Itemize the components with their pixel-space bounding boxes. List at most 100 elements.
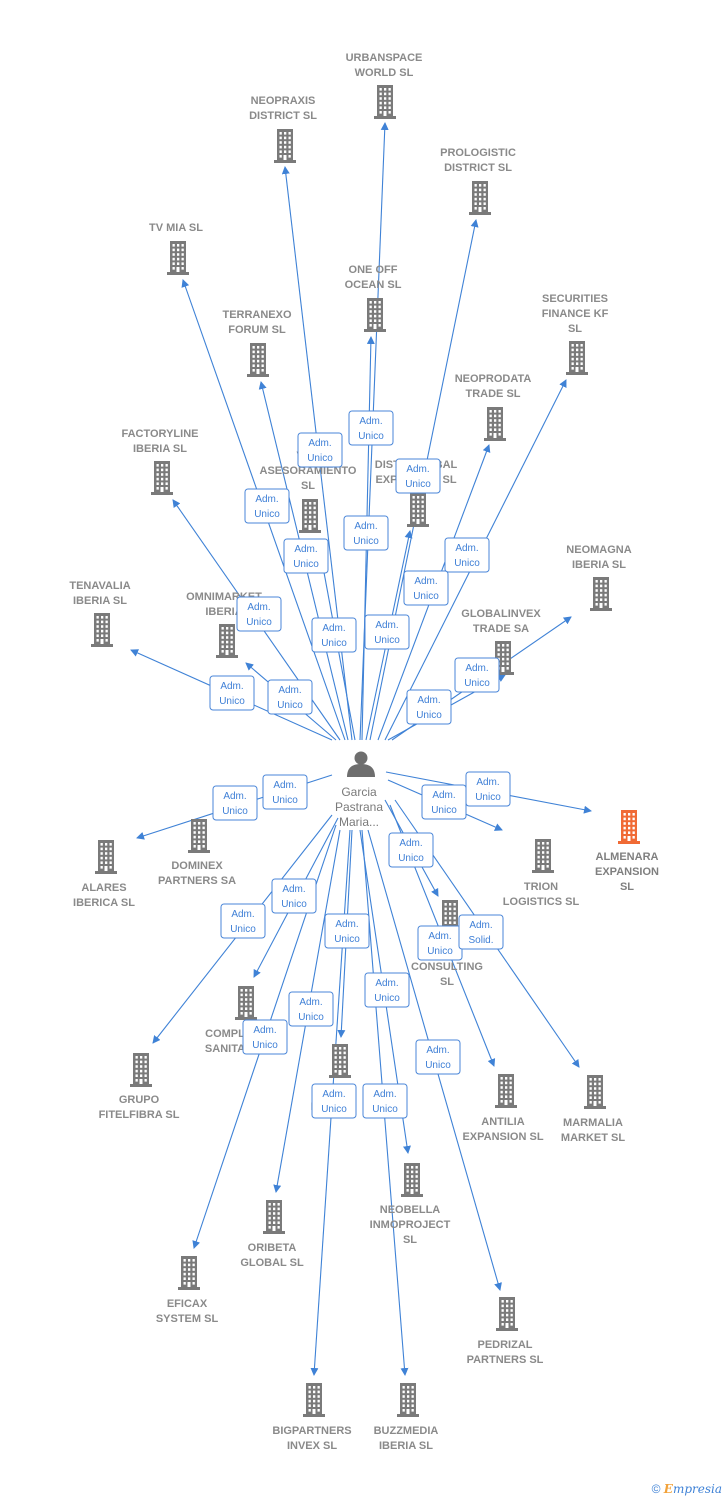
building-icon — [590, 577, 612, 611]
company-name-line: IBERICA SL — [73, 897, 135, 909]
building-icon — [235, 986, 257, 1020]
role-badge-tvmia[interactable]: Adm.Unico — [244, 488, 290, 524]
company-name-line: DISTRICT SL — [444, 162, 512, 174]
role-badge-oneoff[interactable]: Adm.Unico — [343, 515, 389, 551]
role-badge-text: Solid. — [468, 935, 493, 946]
role-badge-marmalia[interactable]: Adm. Solid. — [458, 914, 504, 950]
role-badge-vag[interactable]: Adm.Unico — [311, 617, 357, 653]
company-name-line: DOMINEX — [171, 860, 223, 872]
role-badge-bigpartners[interactable]: Adm.Unico — [311, 1083, 357, 1119]
role-badge-text: Unico — [321, 638, 347, 649]
role-badge-eficax[interactable]: Adm.Unico — [242, 1019, 288, 1055]
company-name-line: NEOBELLA — [380, 1204, 441, 1216]
role-badge-neomagna[interactable]: Adm.Unico — [406, 689, 452, 725]
company-node-consulting[interactable]: SCONSULTINGSL — [411, 900, 483, 988]
role-badge-text: Adm. — [294, 544, 317, 555]
company-name-line: SL — [620, 881, 634, 893]
brand-logo[interactable]: Empresia — [663, 1482, 722, 1496]
role-badge-text: Unico — [230, 924, 256, 935]
building-icon — [618, 810, 640, 844]
role-badge-tenavalia[interactable]: Adm.Unico — [209, 675, 255, 711]
company-name-line: EXPANSION SL — [462, 1131, 543, 1143]
role-badge-text: Adm. — [465, 663, 488, 674]
role-badge-consulting[interactable]: Adm.Unico — [388, 832, 434, 868]
role-badge-text: Adm. — [253, 1025, 276, 1036]
company-name-line: PARTNERS SA — [158, 875, 236, 887]
role-badge-urbanspace[interactable]: Adm.Unico — [348, 410, 394, 446]
role-badge-fitelfibra[interactable]: Adm.Unico — [220, 903, 266, 939]
role-badge-pedrizal[interactable]: Adm.Unico — [415, 1039, 461, 1075]
person-name-line-1: Garcia — [341, 785, 377, 799]
company-node-dominex[interactable]: DOMINEX PARTNERS SA — [158, 819, 236, 887]
role-badge-text: Adm. — [273, 780, 296, 791]
company-name-line: EFICAX — [167, 1298, 208, 1310]
company-name-line: PROLOGISTIC — [440, 147, 516, 159]
company-name-line: OCEAN SL — [345, 279, 402, 291]
role-badge-text: Adm. — [469, 920, 492, 931]
role-badge-terranexo[interactable]: Adm.Unico — [283, 538, 329, 574]
role-badge-text: Unico — [413, 591, 439, 602]
company-name-line: NEOPRAXIS — [251, 95, 316, 107]
role-badge-buzzmedia[interactable]: Adm.Unico — [362, 1083, 408, 1119]
role-badge-neobella[interactable]: Adm.Unico — [364, 972, 410, 1008]
company-name-line: BUZZMEDIA — [374, 1425, 439, 1437]
role-badge-oribeta[interactable]: Adm.Unico — [288, 991, 334, 1027]
role-badge-compsanit[interactable]: Adm.Unico — [271, 878, 317, 914]
role-badge-neoprodata[interactable]: Adm.Unico — [403, 570, 449, 606]
role-badge-securities[interactable]: Adm.Unico — [444, 537, 490, 573]
role-badge-globalinvex[interactable]: Adm.Unico — [454, 657, 500, 693]
building-icon — [247, 343, 269, 377]
role-badge-dominex[interactable]: Adm.Unico — [262, 774, 308, 810]
company-name-line: IBERIA SL — [572, 559, 626, 571]
role-badge-text: Adm. — [299, 997, 322, 1008]
building-icon — [274, 129, 296, 163]
role-badge-almenara[interactable]: Adm.Unico — [465, 771, 511, 807]
company-node-tvmia[interactable]: TV MIA SL — [149, 222, 203, 275]
role-badge-bluecomp[interactable]: Adm.Unico — [324, 913, 370, 949]
company-name-line: CONSULTING — [411, 961, 483, 973]
person-node[interactable]: Garcia Pastrana Maria... — [335, 751, 383, 830]
role-badge-text: Adm. — [476, 777, 499, 788]
role-badge-prologistic[interactable]: Adm.Unico — [395, 458, 441, 494]
role-badge-alares[interactable]: Adm.Unico — [212, 785, 258, 821]
copyright-icon: © — [651, 1482, 661, 1496]
role-badge-text: Adm. — [359, 416, 382, 427]
role-badge-omnimarket[interactable]: Adm.Unico — [267, 679, 313, 715]
role-badge-factoryline[interactable]: Adm.Unico — [236, 596, 282, 632]
company-name-line: IBERIA SL — [73, 595, 127, 607]
role-badge-antilia[interactable]: Adm.Unico — [417, 925, 463, 961]
company-node-prologistic[interactable]: PROLOGISTIC DISTRICT SL — [440, 147, 516, 215]
person-icon — [347, 751, 375, 777]
role-badge-text: Adm. — [375, 978, 398, 989]
company-name-line: PARTNERS SL — [467, 1354, 544, 1366]
role-badge-neopraxis[interactable]: Adm.Unico — [297, 432, 343, 468]
role-badge-distglobal[interactable]: Adm.Unico — [364, 614, 410, 650]
role-badge-text: Adm. — [428, 931, 451, 942]
building-icon — [532, 839, 554, 873]
role-badge-text: Adm. — [308, 438, 331, 449]
role-badge-trion[interactable]: Adm.Unico — [421, 784, 467, 820]
